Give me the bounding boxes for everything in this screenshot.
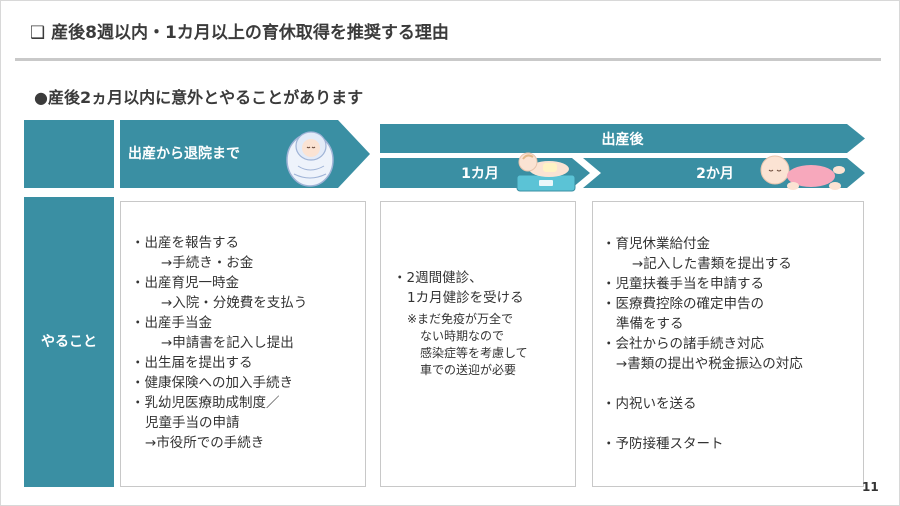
month-label-1: 1カ月	[461, 166, 499, 182]
list-item: →手続き・お金	[161, 255, 254, 271]
list-item: ・出産手当金	[131, 315, 212, 331]
list-item: 1カ月健診を受ける	[407, 290, 524, 306]
list-item: →申請書を記入し提出	[161, 335, 294, 351]
list-item: ・乳幼児医療助成制度／	[131, 395, 280, 411]
list-item: ・出産育児一時金	[131, 275, 239, 291]
swaddled-baby-icon	[286, 131, 334, 187]
list-item: ・医療費控除の確定申告の	[602, 296, 764, 312]
title-divider	[15, 58, 881, 61]
list-item: 児童手当の申請	[145, 415, 240, 431]
list-item: →入院・分娩費を支払う	[161, 295, 308, 311]
phase-label-birth-to-discharge: 出産から退院まで	[128, 146, 240, 162]
todo-box-month-2	[592, 201, 864, 487]
list-item: ・育児休業給付金	[602, 236, 710, 252]
todo-box-month-1	[380, 201, 576, 487]
header-corner-cell	[24, 120, 114, 188]
baby-on-scale-icon	[516, 152, 576, 192]
list-item: ・2週間健診、	[393, 270, 483, 286]
note-line: 感染症等を考慮して	[420, 346, 528, 360]
row-label-cell	[24, 197, 114, 487]
page-number: 11	[862, 480, 879, 494]
list-item: ・児童扶養手当を申請する	[602, 276, 764, 292]
month-label-2: 2か月	[696, 166, 734, 182]
row-label-todo: やること	[41, 334, 97, 350]
phase-arrow-after-birth	[380, 124, 865, 153]
list-item: ・会社からの諸手続き対応	[602, 336, 764, 352]
list-item: ・出生届を提出する	[131, 355, 253, 371]
list-item: ・予防接種スタート	[602, 436, 724, 452]
list-item: ・健康保険への加入手続き	[131, 375, 293, 391]
phase-label-after-birth: 出産後	[601, 132, 644, 148]
list-item: →市役所での手続き	[145, 435, 265, 451]
note-line: ※まだ免疫が万全で	[407, 312, 514, 326]
list-item: 準備をする	[616, 316, 684, 332]
note-line: 車での送迎が必要	[420, 363, 517, 377]
list-item: ・内祝いを送る	[602, 396, 697, 412]
list-item: →書類の提出や税金振込の対応	[616, 356, 803, 372]
list-item: ・出産を報告する	[131, 235, 239, 251]
note-line: ない時期なので	[420, 329, 505, 343]
slide-subtitle: ●産後2ヵ月以内に意外とやることがあります	[34, 88, 364, 107]
slide-title: ❑ 産後8週以内・1カ月以上の育休取得を推奨する理由	[30, 23, 449, 43]
todo-box-birth-to-discharge	[120, 201, 366, 487]
list-item: →記入した書類を提出する	[632, 256, 792, 272]
crawling-baby-icon	[760, 155, 845, 190]
